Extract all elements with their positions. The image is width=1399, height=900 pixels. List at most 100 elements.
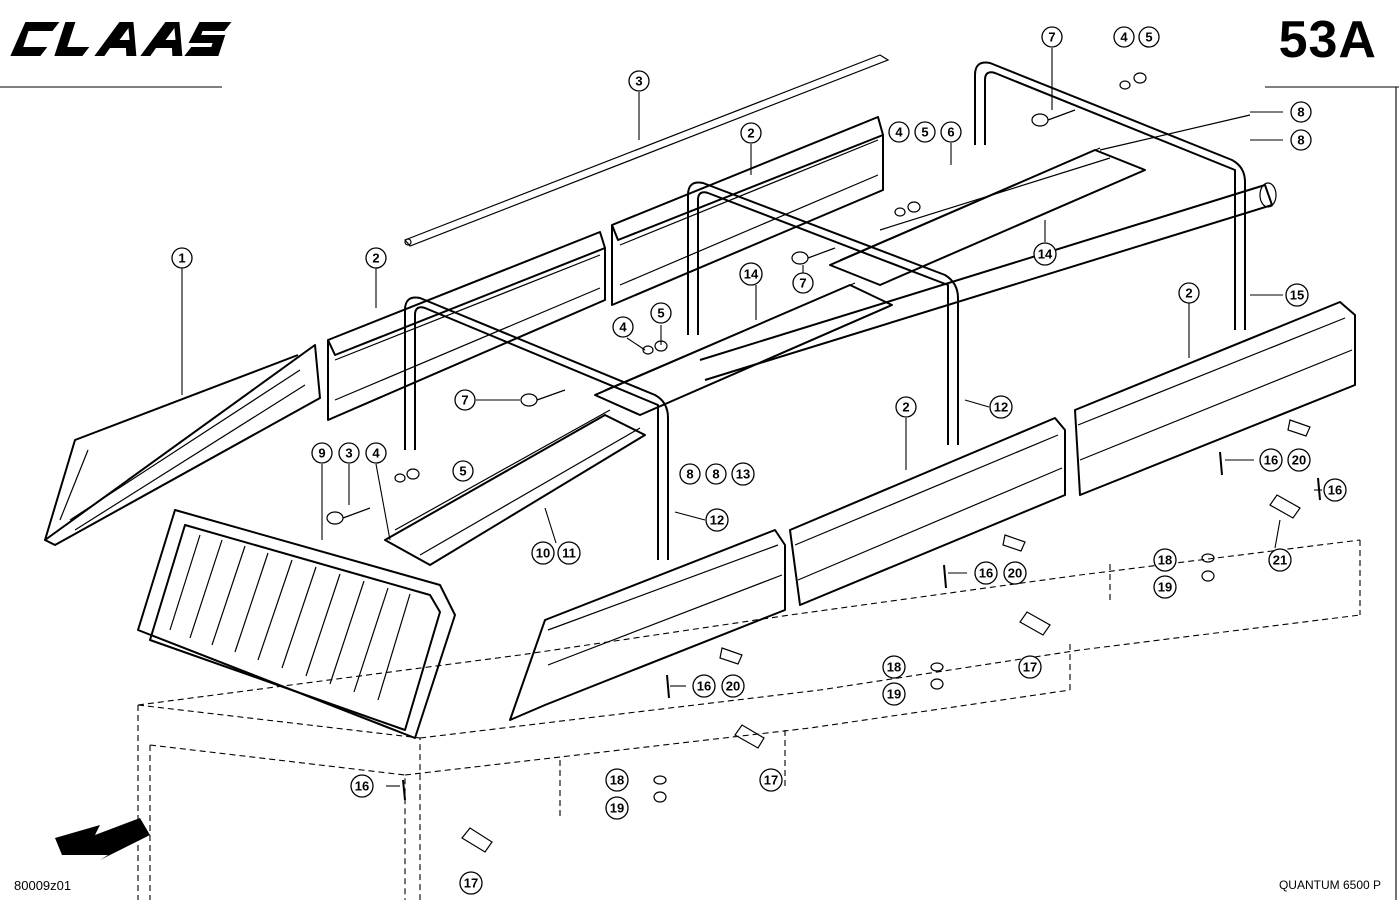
svg-text:2: 2 [372, 251, 379, 266]
callout-7: 7 [792, 272, 814, 294]
svg-text:17: 17 [764, 773, 778, 788]
svg-text:19: 19 [887, 687, 901, 702]
callout-16: 16 [1259, 448, 1283, 472]
svg-text:13: 13 [736, 467, 750, 482]
svg-text:2: 2 [1185, 286, 1192, 301]
callout-4: 4 [365, 442, 387, 464]
svg-text:3: 3 [635, 74, 642, 89]
callout-2: 2 [740, 122, 762, 144]
svg-text:15: 15 [1290, 288, 1304, 303]
callout-16: 16 [974, 561, 998, 585]
callout-18: 18 [882, 655, 906, 679]
svg-text:17: 17 [1023, 660, 1037, 675]
callout-14: 14 [1033, 242, 1057, 266]
callout-8: 8 [679, 463, 701, 485]
svg-text:5: 5 [1145, 30, 1152, 45]
callout-8: 8 [1290, 101, 1312, 123]
svg-text:5: 5 [657, 306, 664, 321]
svg-text:6: 6 [947, 125, 954, 140]
callout-20: 20 [1003, 561, 1027, 585]
callout-16: 16 [692, 674, 716, 698]
svg-text:7: 7 [799, 276, 806, 291]
svg-text:19: 19 [610, 801, 624, 816]
callout-3: 3 [338, 442, 360, 464]
claas-logo [10, 14, 235, 69]
callout-5: 5 [1138, 26, 1160, 48]
svg-text:16: 16 [1264, 453, 1278, 468]
callout-12: 12 [989, 395, 1013, 419]
callout-2: 2 [365, 247, 387, 269]
part-front-grille [137, 509, 456, 739]
svg-text:14: 14 [1038, 247, 1053, 262]
svg-text:8: 8 [1297, 105, 1304, 120]
svg-text:4: 4 [895, 125, 903, 140]
part-rear-long-tube [699, 182, 1277, 381]
callout-10: 10 [531, 541, 555, 565]
chassis-outline [137, 539, 1361, 900]
callout-12: 12 [705, 508, 729, 532]
callout-7: 7 [1041, 26, 1063, 48]
callout-5: 5 [452, 460, 474, 482]
svg-text:18: 18 [610, 773, 624, 788]
callout-1: 1 [171, 247, 193, 269]
svg-text:18: 18 [887, 660, 901, 675]
svg-text:17: 17 [464, 876, 478, 891]
callout-6: 6 [940, 121, 962, 143]
callout-18: 18 [605, 768, 629, 792]
part-hardware [326, 72, 1321, 853]
svg-text:5: 5 [921, 125, 928, 140]
part-side-boards-front [509, 301, 1356, 721]
svg-text:12: 12 [994, 400, 1008, 415]
model-name: QUANTUM 6500 P [1278, 878, 1381, 892]
svg-text:20: 20 [1292, 453, 1306, 468]
callout-20: 20 [1287, 448, 1311, 472]
svg-text:16: 16 [697, 679, 711, 694]
svg-text:4: 4 [372, 446, 380, 461]
part-hoops [404, 61, 1246, 560]
svg-text:16: 16 [355, 779, 369, 794]
svg-text:1: 1 [178, 251, 185, 266]
svg-text:5: 5 [459, 464, 466, 479]
svg-text:4: 4 [1120, 30, 1128, 45]
page-number: 53A [1278, 11, 1377, 69]
svg-text:2: 2 [902, 400, 909, 415]
svg-text:9: 9 [318, 446, 325, 461]
callout-15: 15 [1285, 283, 1309, 307]
callout-19: 19 [605, 796, 629, 820]
direction-arrow-icon [55, 818, 150, 860]
svg-text:16: 16 [979, 566, 993, 581]
callout-5: 5 [914, 121, 936, 143]
svg-text:18: 18 [1158, 553, 1172, 568]
callout-2: 2 [1178, 282, 1200, 304]
callout-2: 2 [895, 396, 917, 418]
callout-4: 4 [1113, 26, 1135, 48]
svg-text:19: 19 [1158, 580, 1172, 595]
svg-text:12: 12 [710, 513, 724, 528]
callout-14: 14 [739, 262, 763, 286]
callout-4: 4 [612, 316, 634, 338]
callout-17: 17 [759, 768, 783, 792]
part-upper-side-rails [327, 116, 884, 421]
svg-text:10: 10 [536, 546, 550, 561]
svg-text:3: 3 [345, 446, 352, 461]
callout-19: 19 [882, 682, 906, 706]
callout-19: 19 [1153, 575, 1177, 599]
svg-text:20: 20 [1008, 566, 1022, 581]
svg-text:16: 16 [1328, 483, 1342, 498]
svg-text:7: 7 [461, 393, 468, 408]
document-code: 80009z01 [14, 878, 72, 893]
callout-21: 21 [1268, 548, 1292, 572]
callout-3: 3 [628, 70, 650, 92]
callout-8: 8 [1290, 129, 1312, 151]
part-tension-rope [404, 54, 890, 247]
svg-text:14: 14 [744, 267, 759, 282]
callout-17: 17 [459, 871, 483, 895]
callout-5: 5 [650, 302, 672, 324]
callout-20: 20 [721, 674, 745, 698]
callout-16: 16 [350, 774, 374, 798]
svg-text:4: 4 [619, 320, 627, 335]
part-cross-beams [384, 114, 1251, 566]
callout-leaders [181, 48, 1322, 787]
